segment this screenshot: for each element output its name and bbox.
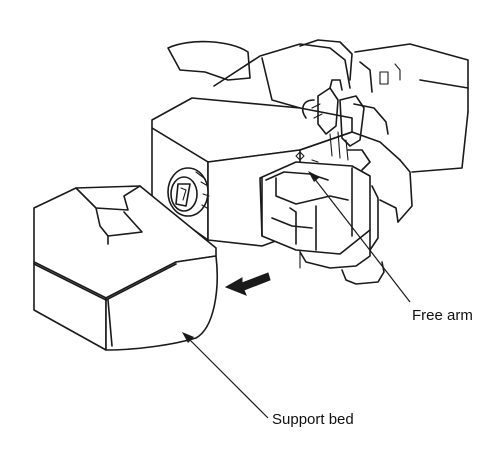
machine-upper-body xyxy=(167,39,469,113)
support-bed-label: Support bed xyxy=(272,411,354,428)
free-arm-label: Free arm xyxy=(412,307,473,324)
needle-area xyxy=(295,79,389,171)
free-arm-leader xyxy=(308,171,411,303)
free-arm xyxy=(259,161,399,285)
direction-arrow-icon xyxy=(224,272,271,296)
support-bed-leader xyxy=(182,332,269,419)
dial-knob xyxy=(167,167,210,217)
support-bed xyxy=(33,185,218,351)
